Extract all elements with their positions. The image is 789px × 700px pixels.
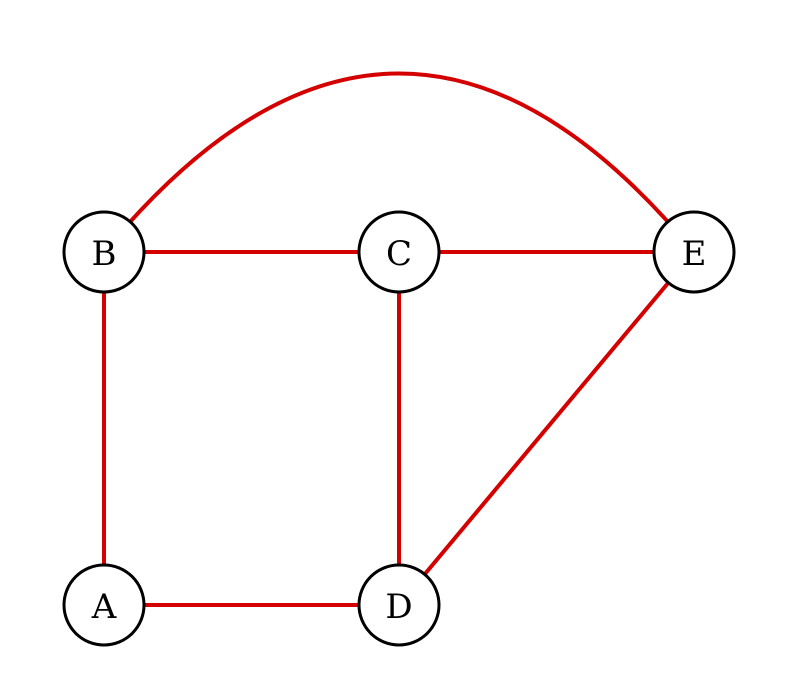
node-c-circle	[357, 210, 441, 294]
node-b-circle	[62, 210, 146, 294]
edge-d-e	[397, 250, 696, 607]
node-b: B	[62, 210, 146, 294]
edges-layer	[102, 71, 696, 607]
node-c: C	[357, 210, 441, 294]
node-e: E	[652, 210, 736, 294]
node-c-label: C	[386, 234, 412, 274]
node-e-label: E	[682, 234, 707, 274]
edge-b-e	[102, 71, 696, 254]
nodes-layer: A B C D E	[62, 210, 736, 647]
node-e-circle	[652, 210, 736, 294]
node-a-label: A	[91, 587, 117, 627]
node-a: A	[62, 563, 146, 647]
node-d-label: D	[385, 587, 412, 627]
node-d: D	[357, 563, 441, 647]
node-a-circle	[62, 563, 146, 647]
node-d-circle	[357, 563, 441, 647]
node-b-label: B	[92, 234, 117, 274]
